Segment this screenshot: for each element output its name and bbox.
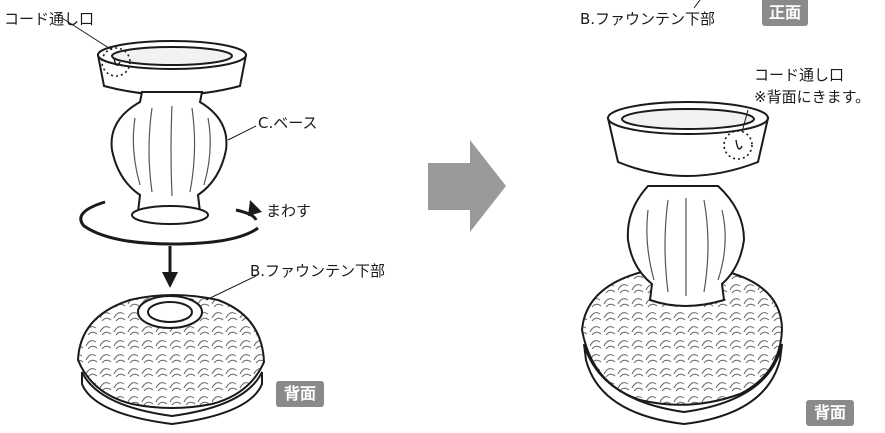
base-label: C.ベース — [258, 114, 318, 132]
cord-hole-note: ※背面にきます。 — [754, 88, 871, 106]
down-arrow-icon — [162, 246, 178, 288]
fountain-bottom-label-right: B.ファウンテン下部 — [580, 10, 716, 28]
rotate-arrow-icon — [79, 200, 262, 246]
back-view-badge-left: 背面 — [276, 381, 324, 407]
fountain-bottom-label-left: B.ファウンテン下部 — [250, 262, 386, 280]
fountain-bottom-illustration — [76, 294, 266, 426]
rotate-label: まわす — [266, 202, 312, 220]
back-view-badge-right: 背面 — [806, 400, 854, 426]
front-view-badge: 正面 — [762, 0, 808, 26]
cord-hole-label-right: コード通し口 — [754, 66, 845, 84]
cord-hole-label-left: コード通し口 — [4, 10, 95, 28]
next-step-arrow-icon — [428, 140, 506, 232]
assembled-illustration — [580, 101, 784, 426]
cord-hole-marker-left — [101, 47, 131, 77]
base-part-illustration — [96, 40, 248, 225]
cord-hole-marker-right — [723, 130, 753, 160]
